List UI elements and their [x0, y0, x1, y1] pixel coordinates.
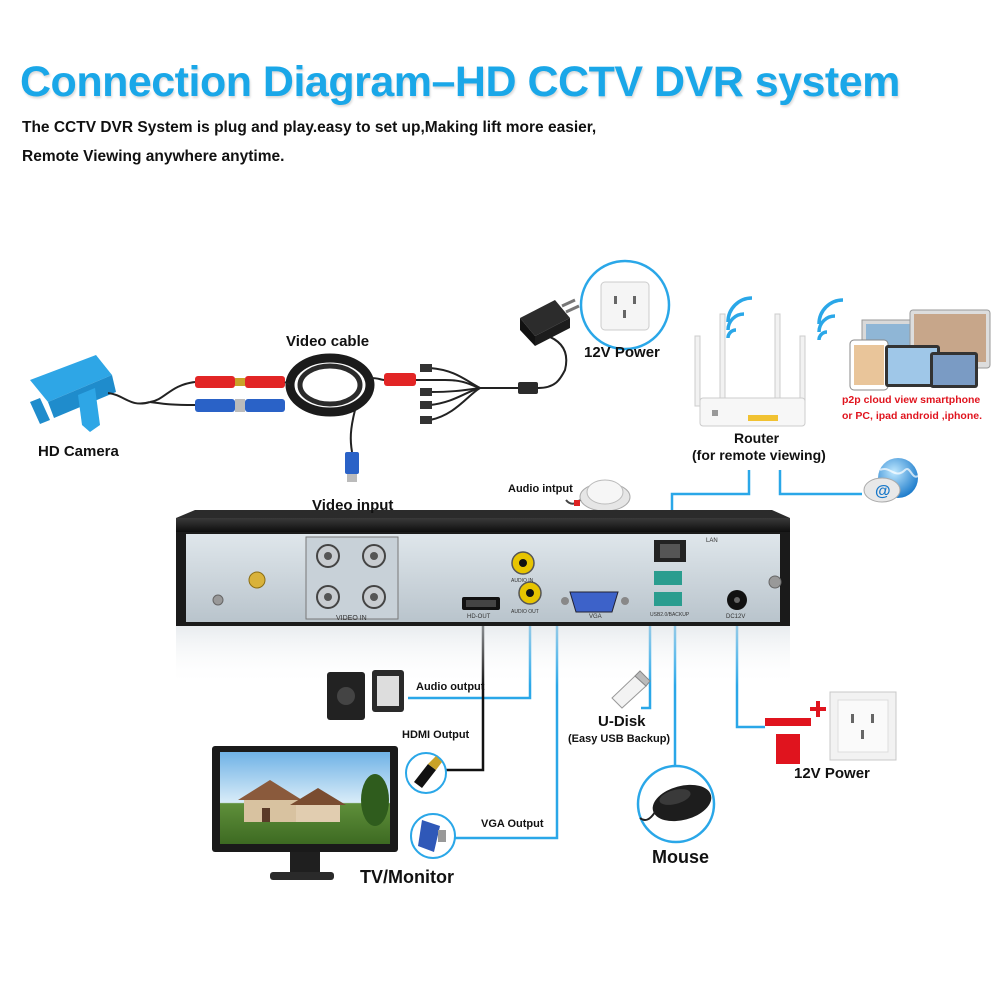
- microphone-icon: [566, 480, 630, 511]
- label-p2p-line1: p2p cloud view smartphone: [842, 394, 980, 406]
- dc-power-symbol-icon: [765, 701, 826, 764]
- mouse-icon: [638, 766, 715, 842]
- panel-dc12v: DC12V: [726, 614, 745, 620]
- label-udisk: U-Disk: [598, 713, 646, 730]
- label-audio-output: Audio output: [416, 681, 484, 693]
- label-video-cable: Video cable: [286, 333, 369, 350]
- router-icon: [695, 314, 805, 426]
- label-p2p-line2: or PC, ipad android ,iphone.: [842, 410, 982, 422]
- label-router: Router: [734, 430, 779, 446]
- camera-icon: [30, 355, 150, 432]
- label-hdmi-output: HDMI Output: [402, 729, 469, 741]
- panel-usb: USB2.0/BACKUP: [650, 612, 689, 618]
- devices-icon: [850, 310, 990, 390]
- panel-lan: LAN: [706, 538, 718, 544]
- svg-text:@: @: [875, 483, 891, 500]
- label-video-input: Video input: [312, 497, 393, 514]
- dvr-recorder: [176, 510, 790, 686]
- wall-socket-icon: [581, 261, 669, 349]
- panel-audio-in: AUDIO IN: [511, 578, 533, 584]
- globe-email-icon: @: [864, 458, 918, 502]
- wall-socket-bottom-icon: [830, 692, 896, 760]
- label-vga-output: VGA Output: [481, 818, 544, 830]
- power-adapter-icon: [520, 300, 579, 346]
- label-power-top: 12V Power: [584, 344, 660, 361]
- panel-hd-out: HD-OUT: [467, 614, 490, 620]
- label-udisk-note: (Easy USB Backup): [568, 733, 670, 745]
- label-audio-input: Audio intput: [508, 483, 573, 495]
- video-cable-icon: [150, 335, 566, 482]
- panel-vga: VGA: [589, 614, 602, 620]
- monitor-icon: [212, 746, 398, 880]
- panel-audio-out: AUDIO OUT: [511, 609, 539, 615]
- vga-plug-icon: [411, 814, 455, 858]
- wifi-icon: [728, 298, 843, 340]
- label-hd-camera: HD Camera: [38, 443, 119, 460]
- label-mouse: Mouse: [652, 847, 709, 868]
- panel-video-in: VIDEO IN: [336, 615, 367, 622]
- label-router-note: (for remote viewing): [692, 447, 826, 463]
- label-power-bottom: 12V Power: [794, 765, 870, 782]
- label-tv-monitor: TV/Monitor: [360, 867, 454, 888]
- hdmi-plug-icon: [406, 753, 446, 793]
